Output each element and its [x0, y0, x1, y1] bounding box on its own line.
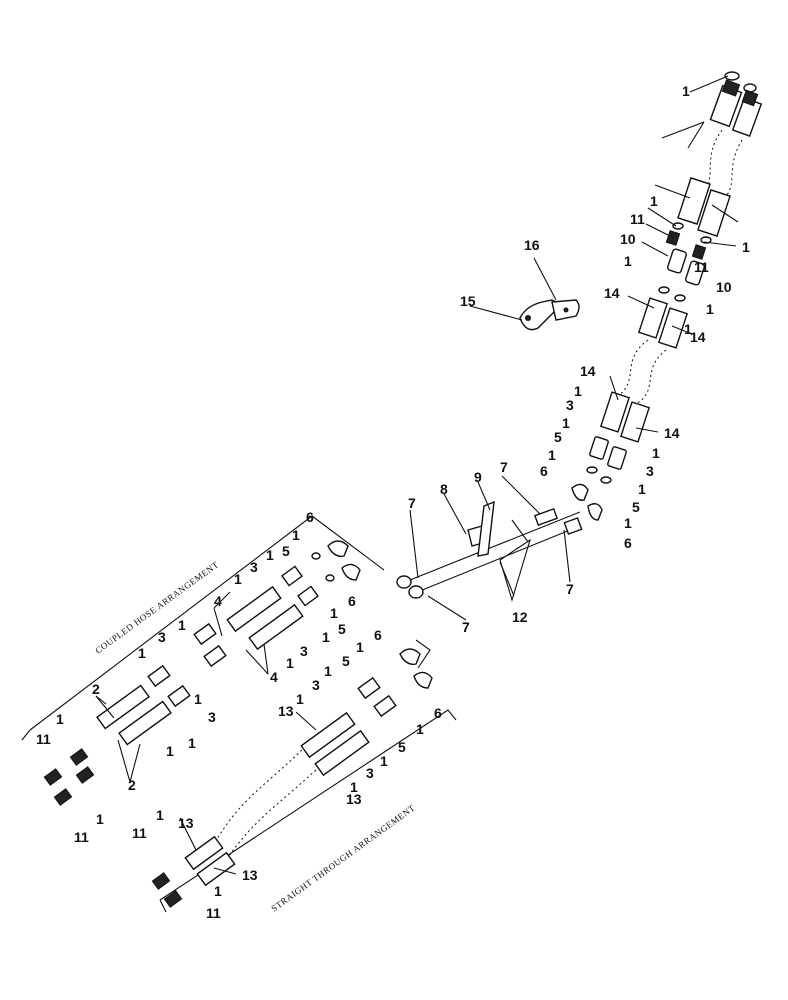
callout-33: 7	[462, 619, 470, 635]
callout-59: 1	[194, 691, 202, 707]
caption-straight: STRAIGHT THROUGH ARRANGEMENT	[269, 803, 417, 914]
callout-81: 1	[214, 883, 222, 899]
callout-31: 9	[474, 469, 482, 485]
coupled-hose-group	[21, 515, 385, 806]
callout-34: 12	[512, 609, 528, 625]
callout-52: 1	[138, 645, 146, 661]
callout-62: 11	[74, 829, 89, 845]
callout-41: 1	[234, 571, 242, 587]
callout-82: 11	[206, 905, 221, 921]
callout-78: 11	[132, 825, 147, 841]
callout-76: 13	[346, 791, 362, 807]
callout-37: 1	[292, 527, 300, 543]
callout-77: 1	[156, 807, 164, 823]
callout-29: 7	[408, 495, 416, 511]
callout-51: 3	[158, 629, 166, 645]
callout-54: 1	[56, 711, 64, 727]
callout-25: 1	[638, 481, 646, 497]
callout-39: 1	[266, 547, 274, 563]
callout-15: 14	[580, 363, 596, 379]
callout-72: 5	[398, 739, 406, 755]
callout-61: 1	[96, 811, 104, 827]
callout-3: 1	[742, 239, 750, 255]
callout-8: 1	[684, 321, 692, 337]
callout-5: 10	[620, 231, 636, 247]
callout-16: 1	[574, 383, 582, 399]
callout-80: 13	[242, 867, 258, 883]
callout-20: 1	[548, 447, 556, 463]
leader-lines	[95, 75, 737, 875]
callout-50: 1	[178, 617, 186, 633]
callout-21: 6	[540, 463, 548, 479]
support-rods	[396, 500, 583, 602]
callout-75: 1	[350, 779, 358, 795]
callout-28: 6	[624, 535, 632, 551]
callout-64: 1	[356, 639, 364, 655]
callout-23: 1	[652, 445, 660, 461]
callout-60: 2	[128, 777, 136, 793]
callout-24: 3	[646, 463, 654, 479]
callout-47: 3	[300, 643, 308, 659]
callout-22: 14	[664, 425, 680, 441]
callout-55: 11	[36, 731, 51, 747]
callout-70: 6	[434, 705, 442, 721]
straight-through-group	[151, 639, 457, 913]
callout-58: 3	[208, 709, 216, 725]
callout-9: 11	[694, 259, 709, 275]
callout-43: 6	[348, 593, 356, 609]
callout-42: 4	[214, 593, 222, 609]
callout-57: 1	[188, 735, 196, 751]
callout-36: 6	[306, 509, 314, 525]
callout-74: 3	[366, 765, 374, 781]
callout-10: 10	[716, 279, 732, 295]
callout-2: 1	[650, 193, 658, 209]
callout-48: 1	[286, 655, 294, 671]
clip-bracket	[519, 299, 580, 331]
callout-68: 1	[296, 691, 304, 707]
callout-79: 13	[178, 815, 194, 831]
callout-71: 1	[416, 721, 424, 737]
callout-40: 3	[250, 559, 258, 575]
callout-4: 11	[630, 211, 645, 227]
callout-17: 3	[566, 397, 574, 413]
callout-26: 5	[632, 499, 640, 515]
callout-38: 5	[282, 543, 290, 559]
callout-labels: 1111110114111101141615141315161413151678…	[36, 83, 750, 921]
callout-63: 6	[374, 627, 382, 643]
callout-12: 14	[690, 329, 706, 345]
callout-45: 5	[338, 621, 346, 637]
callout-18: 1	[562, 415, 570, 431]
callout-13: 16	[524, 237, 540, 253]
callout-56: 1	[166, 743, 174, 759]
callout-6: 1	[624, 253, 632, 269]
upper-hose-assembly	[571, 71, 763, 521]
callout-67: 3	[312, 677, 320, 693]
callout-19: 5	[554, 429, 562, 445]
callout-32: 7	[500, 459, 508, 475]
callout-46: 1	[322, 629, 330, 645]
callout-69: 13	[278, 703, 294, 719]
callout-49: 4	[270, 669, 278, 685]
callout-53: 2	[92, 681, 100, 697]
callout-73: 1	[380, 753, 388, 769]
callout-66: 1	[324, 663, 332, 679]
callout-44: 1	[330, 605, 338, 621]
callout-1: 1	[682, 83, 690, 99]
callout-7: 14	[604, 285, 620, 301]
callout-14: 15	[460, 293, 476, 309]
callout-65: 5	[342, 653, 350, 669]
callout-35: 7	[566, 581, 574, 597]
callout-27: 1	[624, 515, 632, 531]
callout-11: 1	[706, 301, 714, 317]
callout-30: 8	[440, 481, 448, 497]
